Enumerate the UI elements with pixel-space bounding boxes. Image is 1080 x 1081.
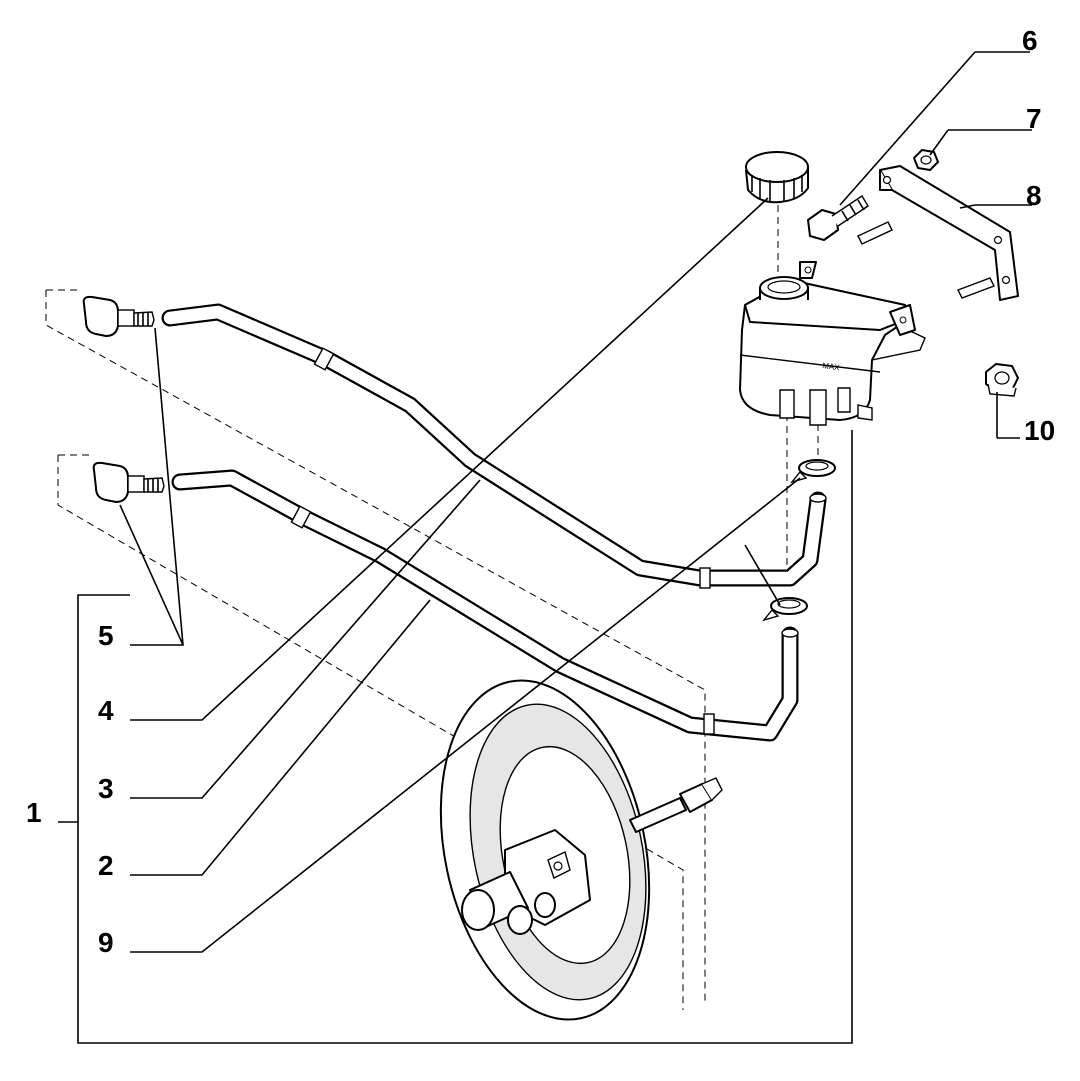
brake-booster-icon [439,679,723,1021]
callout-5: 5 [98,620,114,651]
upper-hose [161,303,827,587]
hose-clamp-icon [290,347,715,735]
callout-2: 2 [98,850,114,881]
reservoir-cap-icon [745,151,809,204]
fitting-upper-icon [82,295,155,337]
callout-3: 3 [98,773,114,804]
loose-clamp-icon [762,459,836,622]
callout-7: 7 [1026,103,1042,134]
callout-1: 1 [26,797,42,828]
callout-9: 9 [98,927,114,958]
bracket-icon [857,165,1019,301]
callout-8: 8 [1026,180,1042,211]
bolt-icon [807,195,869,241]
lower-hose [171,469,799,742]
dashed-alignment-lines [45,205,819,1010]
assembly-bracket-line [77,430,853,1044]
leader-lines [119,51,1032,953]
fitting-lower-icon [92,461,165,503]
flange-nut-icon [985,363,1019,397]
reservoir-max-mark: MAX [822,361,841,372]
fluid-reservoir-icon: MAX [739,261,926,426]
callout-6: 6 [1022,25,1038,56]
callout-4: 4 [98,695,114,726]
callout-labels: 6 7 8 10 5 4 3 1 2 9 [26,25,1055,958]
nut-icon [913,149,939,171]
callout-10: 10 [1024,415,1055,446]
